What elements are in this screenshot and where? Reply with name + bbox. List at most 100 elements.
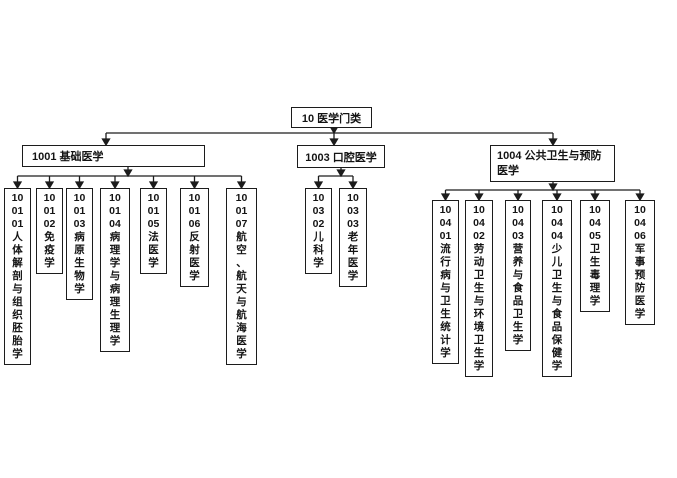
glyph-line: 儿	[551, 256, 563, 268]
glyph-line: 与	[12, 283, 23, 295]
glyph-line: 防	[634, 282, 646, 294]
glyph-line: 老	[347, 231, 359, 243]
glyph-line: 病	[440, 269, 451, 281]
glyph-line: 学	[313, 257, 324, 269]
glyph-line: 10	[551, 204, 563, 216]
glyph-line: 04	[589, 217, 601, 229]
glyph-line: 航	[236, 309, 247, 321]
glyph-line: 统	[440, 321, 451, 333]
glyph-line: 01	[147, 205, 160, 217]
glyph-line: 胚	[12, 322, 23, 334]
glyph-line: 航	[236, 231, 247, 243]
glyph-line: 10	[235, 192, 248, 204]
glyph-line: 与	[473, 295, 485, 307]
glyph-line: 医	[236, 335, 247, 347]
glyph-line: 01	[43, 205, 56, 217]
glyph-line: 04	[551, 230, 563, 242]
glyph-line: 01	[439, 230, 452, 242]
glyph-line: 卫	[440, 295, 451, 307]
glyph-line: 10	[188, 192, 201, 204]
glyph-line: 法	[148, 231, 159, 243]
glyph-line: 10	[312, 192, 325, 204]
glyph-line: 10	[473, 204, 485, 216]
glyph-line: 03	[347, 205, 359, 217]
root-label: 10 医学门类	[301, 112, 362, 125]
glyph-line: 04	[634, 217, 646, 229]
glyph-line: 品	[512, 295, 524, 307]
glyph-line: 劳	[473, 243, 485, 255]
glyph-line: 人	[12, 231, 23, 243]
glyph-line: 02	[473, 230, 485, 242]
glyph-line: 学	[74, 283, 85, 295]
glyph-line: 10	[147, 192, 160, 204]
glyph-line: 毒	[589, 269, 601, 281]
glyph-line: 03	[73, 218, 86, 230]
glyph-line: 生	[473, 282, 485, 294]
glyph-line: 食	[551, 308, 563, 320]
glyph-line: 儿	[313, 231, 324, 243]
glyph-line: 10	[634, 204, 646, 216]
glyph-line: 学	[551, 360, 563, 372]
glyph-line: 01	[235, 205, 248, 217]
glyph-line: 航	[236, 270, 247, 282]
glyph-line: 学	[148, 257, 159, 269]
glyph-line: 体	[12, 244, 23, 256]
glyph-line: 07	[235, 218, 248, 230]
glyph-line: 学	[473, 360, 485, 372]
glyph-line: 病	[109, 283, 121, 295]
glyph-line: 动	[473, 256, 485, 268]
glyph-line: 理	[109, 244, 121, 256]
glyph-line: 剖	[12, 270, 23, 282]
glyph-line: 生	[512, 321, 524, 333]
glyph-line: 学	[347, 270, 359, 282]
glyph-line: 06	[188, 218, 201, 230]
glyph-line: 军	[634, 243, 646, 255]
glyph-line: 织	[12, 309, 23, 321]
glyph-line: 10	[43, 192, 56, 204]
glyph-line: 天	[236, 283, 247, 295]
glyph-line: 解	[12, 257, 23, 269]
glyph-line: 学	[109, 335, 121, 347]
glyph-line: 生	[109, 309, 121, 321]
glyph-line: 02	[312, 218, 325, 230]
glyph-line: 医	[634, 295, 646, 307]
glyph-line: 与	[512, 269, 524, 281]
glyph-line: 反	[189, 231, 200, 243]
glyph-line: 营	[512, 243, 524, 255]
glyph-line: 少	[551, 243, 563, 255]
node-1004: 1004 公共卫生与预防医学	[490, 145, 615, 182]
branch-1003-label: 1003 口腔医学	[305, 151, 377, 164]
glyph-line: 学	[440, 347, 451, 359]
glyph-line: 10	[109, 192, 121, 204]
glyph-line: 科	[313, 244, 324, 256]
glyph-line: 行	[440, 256, 451, 268]
glyph-line: 10	[11, 192, 24, 204]
glyph-line: 03	[347, 218, 359, 230]
glyph-line: 01	[188, 205, 201, 217]
glyph-line: 学	[589, 295, 601, 307]
glyph-line: 养	[512, 256, 524, 268]
glyph-line: 境	[473, 321, 485, 333]
glyph-line: 03	[512, 230, 524, 242]
glyph-line: 射	[189, 244, 200, 256]
glyph-line: 10	[439, 204, 452, 216]
glyph-line: 卫	[473, 269, 485, 281]
glyph-line: 10	[512, 204, 524, 216]
glyph-line: 生	[440, 308, 451, 320]
glyph-line: 理	[109, 322, 121, 334]
glyph-line: 疫	[44, 244, 55, 256]
glyph-line: 免	[44, 231, 55, 243]
node-10-root: 10 医学门类	[291, 107, 372, 128]
glyph-line: 与	[551, 295, 563, 307]
glyph-line: 原	[74, 244, 85, 256]
